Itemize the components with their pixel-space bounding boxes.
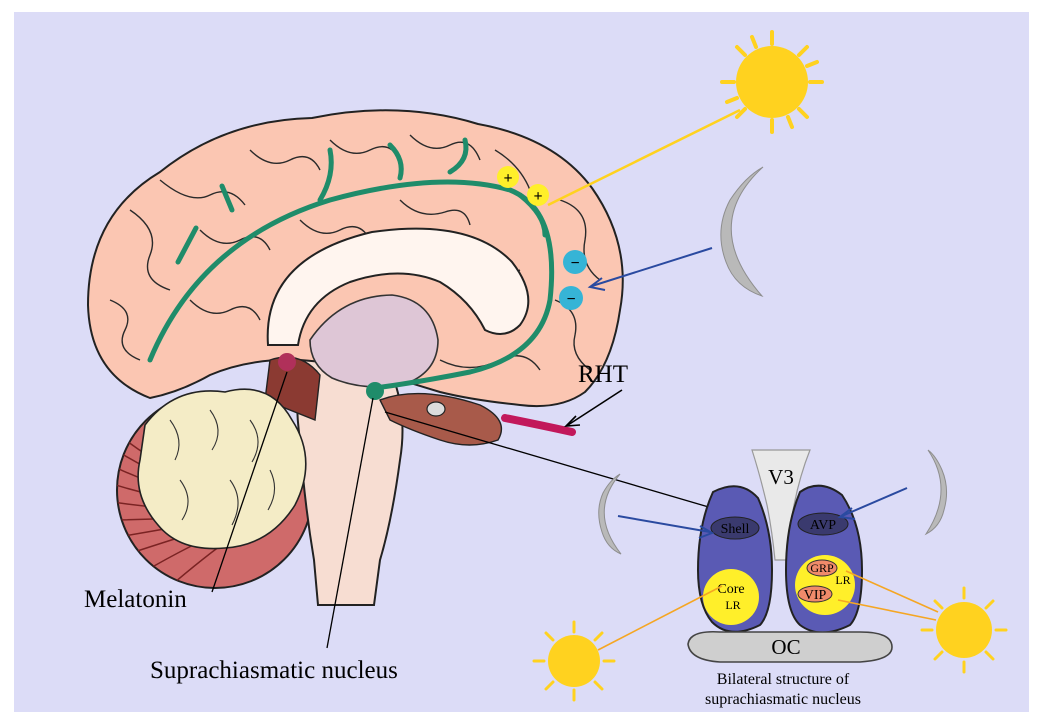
caption-line-1: Bilateral structure of: [717, 671, 850, 688]
avp-label: AVP: [810, 518, 836, 533]
pineal-gland: [278, 353, 296, 371]
minus-sign: −: [570, 255, 579, 272]
oc-label: OC: [771, 635, 800, 659]
minus-sign: −: [566, 291, 575, 308]
melatonin-label: Melatonin: [84, 586, 187, 613]
caption-line-2: suprachiasmatic nucleus: [705, 691, 861, 708]
core-lr-label: LR: [725, 598, 740, 612]
scn-label: Suprachiasmatic nucleus: [150, 657, 398, 684]
pituitary: [427, 402, 445, 416]
grp-label: GRP: [810, 561, 834, 575]
rht-label: RHT: [578, 361, 628, 388]
v3-label: V3: [768, 465, 794, 489]
vip-label: VIP: [804, 588, 827, 603]
scn-marker: [366, 382, 384, 400]
core-region: [703, 569, 759, 625]
sun-icon: [722, 32, 822, 132]
plus-sign: +: [533, 188, 542, 205]
core-label: Core: [717, 582, 744, 597]
shell-label: Shell: [721, 522, 750, 537]
plus-sign: +: [503, 170, 512, 187]
grp-lr-label: LR: [835, 573, 850, 587]
